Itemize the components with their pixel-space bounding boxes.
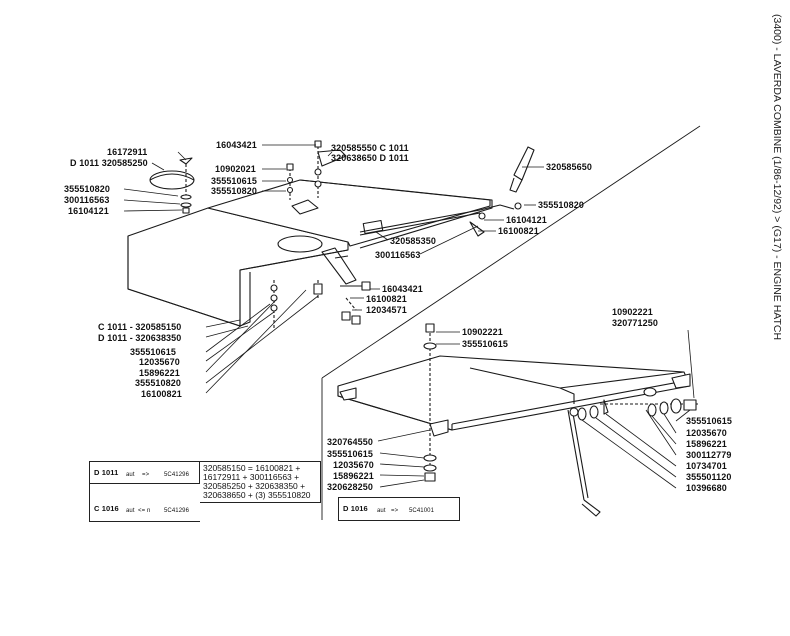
note-serial: 5C41296 [164, 472, 190, 478]
replacement-line: 320638650 + (3) 355510820 [203, 490, 311, 500]
part-label: 355510615 [327, 449, 373, 459]
note-arrow: <= n [138, 508, 151, 514]
part-label: 10734701 [686, 461, 727, 471]
part-label: 10396680 [686, 483, 727, 493]
note-model: C 1016 [94, 504, 119, 513]
part-label: 15896221 [333, 471, 374, 481]
part-label: 300112779 [686, 450, 732, 460]
upper-hinge-bracket [292, 150, 346, 214]
part-label: 12035670 [686, 428, 727, 438]
upper-bolts [287, 141, 321, 200]
part-label: 320771250 [612, 318, 658, 328]
hinge-fastener-stack [271, 280, 322, 330]
upper-hatch-panel [128, 180, 492, 326]
serial-note-d1011: D 1011 aut => 5C41296 [89, 461, 200, 485]
part-label: 10902221 [462, 327, 503, 337]
lower-right-fasteners [578, 388, 700, 420]
part-label: 355510820 [538, 200, 584, 210]
part-label: 355510820 [135, 378, 181, 388]
part-label: 300116563 [64, 195, 110, 205]
part-label: 12035670 [139, 357, 180, 367]
part-label: 355501120 [686, 472, 732, 482]
serial-note-c1016: C 1016 aut <= n 5C41296 [89, 483, 200, 522]
part-label: 16043421 [216, 140, 257, 150]
hatch-opening [278, 236, 322, 252]
note-aut: aut [126, 508, 135, 514]
part-label: 320628250 [327, 482, 373, 492]
replacement-line: 320585150 = 16100821 + [203, 463, 303, 473]
replacement-line: 16172911 + 300116563 + [203, 472, 302, 482]
part-label: 355510615 [462, 339, 508, 349]
replacement-line: 320585250 + 320638350 + [203, 481, 308, 491]
part-label: 355510615 [686, 416, 732, 426]
section-divider-line [322, 126, 700, 378]
part-label: 320585650 [546, 162, 592, 172]
part-label: 320638650 D 1011 [331, 153, 409, 163]
part-label: 16100821 [498, 226, 539, 236]
note-aut: aut [126, 472, 135, 478]
part-label: 15896221 [139, 368, 180, 378]
part-label: 355510820 [211, 186, 257, 196]
part-label: D 1011 320585250 [70, 158, 148, 168]
part-label: 355510820 [64, 184, 110, 194]
note-arrow: => [142, 472, 150, 478]
note-serial: 5C41001 [409, 508, 435, 514]
part-label: 10902021 [215, 164, 256, 174]
serial-note-d1016: D 1016 aut => 5C41001 [338, 497, 460, 521]
part-label: 355510615 [130, 347, 176, 357]
part-label: 16100821 [366, 294, 407, 304]
rod-clip-parts [470, 203, 521, 236]
part-label: 300116563 [375, 250, 421, 260]
page-title: (3400) - LAVERDA COMBINE (1/86-12/92) > … [771, 14, 783, 341]
note-model: D 1011 [94, 468, 119, 477]
part-label: 15896221 [686, 439, 727, 449]
part-label: 16104121 [68, 206, 109, 216]
part-label: 320585350 [390, 236, 436, 246]
part-label: 12035670 [333, 460, 374, 470]
note-serial: 5C41296 [164, 508, 190, 514]
lower-hatch-panel [338, 356, 690, 436]
part-label: 16172911 [107, 147, 148, 157]
part-label: C 1011 - 320585150 [98, 322, 182, 332]
cover-cap [150, 158, 194, 213]
upper-right-bolt [340, 282, 370, 324]
note-arrow: => [391, 508, 399, 514]
lower-left-bolt-stack [424, 324, 436, 481]
note-aut: aut [377, 508, 386, 514]
note-model: D 1016 [343, 504, 368, 513]
upper-support-rod [360, 147, 534, 235]
part-label: 16104121 [506, 215, 547, 225]
part-label: 320764550 [327, 437, 373, 447]
part-label: 10902221 [612, 307, 653, 317]
lower-support-rod [568, 408, 600, 516]
part-label: 16043421 [382, 284, 423, 294]
part-label: 12034571 [366, 305, 407, 315]
part-label: D 1011 - 320638350 [98, 333, 182, 343]
part-label: 16100821 [141, 389, 182, 399]
replacement-note: 320585150 = 16100821 + 16172911 + 300116… [199, 461, 321, 503]
part-label: 355510615 [211, 176, 257, 186]
part-label: 320585550 C 1011 [331, 143, 409, 153]
